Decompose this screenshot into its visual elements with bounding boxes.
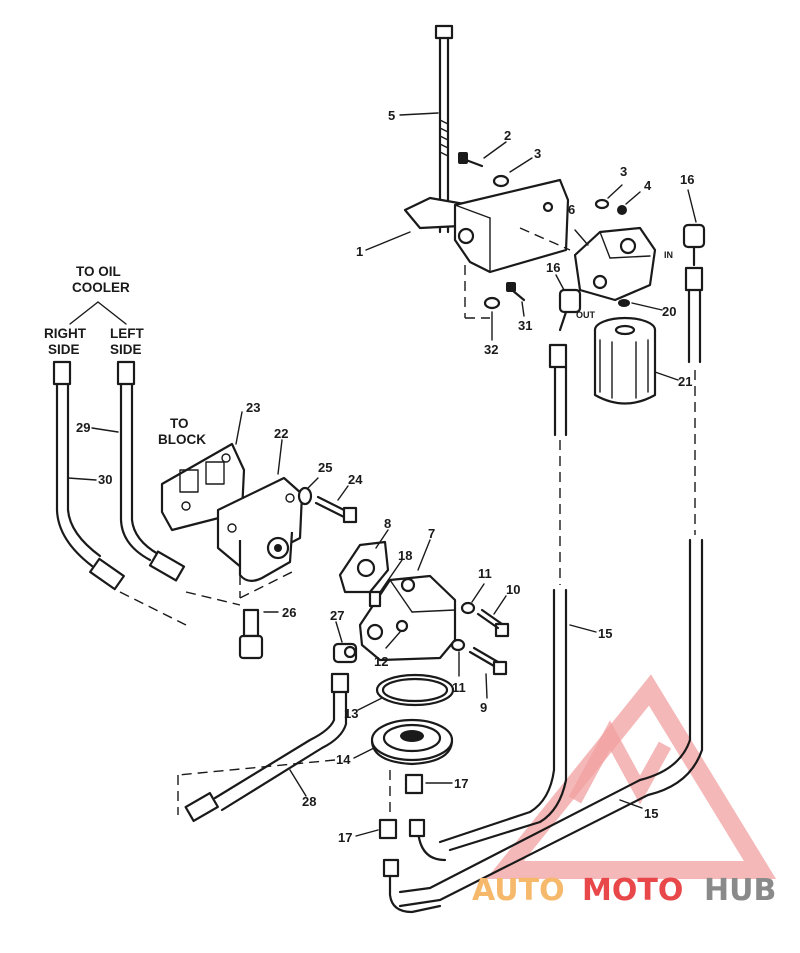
- bolt: [506, 282, 526, 302]
- callout-11-top: 11: [478, 566, 492, 581]
- callout-14: 14: [336, 752, 351, 767]
- callout-30: 30: [98, 472, 112, 487]
- note-left-side-line2: SIDE: [110, 342, 142, 357]
- callout-3-nut: 3: [620, 164, 627, 179]
- adapter-plate: [370, 718, 454, 766]
- oil-hose-28: [184, 672, 350, 823]
- callout-11-bottom: 11: [452, 680, 466, 695]
- callout-24: 24: [348, 472, 363, 487]
- flat-washer: [492, 174, 510, 188]
- callout-22: 22: [274, 426, 288, 441]
- note-right-side: RIGHT: [44, 326, 87, 341]
- callout-16-out: 16: [546, 260, 560, 275]
- watermark-moto: MOTO: [582, 873, 683, 908]
- callout-13: 13: [344, 706, 358, 721]
- callout-23: 23: [246, 400, 260, 415]
- callout-9: 9: [480, 700, 487, 715]
- oil-hose-right: [398, 266, 704, 908]
- small-bolt: [458, 152, 484, 168]
- callout-2: 2: [504, 128, 511, 143]
- adapter-bolt: [314, 495, 358, 524]
- callout-8: 8: [384, 516, 391, 531]
- watermark-auto: AUTO: [472, 873, 565, 908]
- hose-left-side: [116, 360, 186, 582]
- filter-mount-housing: [358, 574, 457, 662]
- callout-6: 6: [568, 202, 575, 217]
- mounting-bracket: [403, 178, 570, 274]
- pipe-fitting-26: [238, 608, 264, 660]
- hose-right-side: [52, 360, 125, 591]
- callout-20: 20: [662, 304, 676, 319]
- callout-18: 18: [398, 548, 412, 563]
- hose-connector: [378, 773, 442, 914]
- callout-12: 12: [374, 654, 388, 669]
- note-in: IN: [664, 250, 673, 260]
- note-to-oil-cooler: TO OIL: [76, 264, 121, 279]
- callout-31: 31: [518, 318, 532, 333]
- note-to-oil-cooler-line2: COOLER: [72, 280, 130, 295]
- callout-21: 21: [678, 374, 692, 389]
- callout-16-in: 16: [680, 172, 694, 187]
- plug: [368, 590, 382, 608]
- note-right-side-line2: SIDE: [48, 342, 80, 357]
- callout-15-right: 15: [644, 806, 658, 821]
- note-left-side: LEFT: [110, 326, 144, 341]
- watermark-text: AUTO MOTO HUB: [472, 873, 776, 908]
- bolt-10: [476, 608, 510, 638]
- oil-filter: [593, 316, 657, 405]
- elbow-fitting-out: [558, 288, 582, 332]
- elbow-fitting-27: [332, 642, 358, 664]
- elbow-fitting-in: [682, 223, 706, 267]
- block-adapter: [216, 476, 304, 582]
- callout-17-bottom: 17: [338, 830, 352, 845]
- note-to-block: TO: [170, 416, 189, 431]
- callout-32: 32: [484, 342, 498, 357]
- callout-4: 4: [644, 178, 652, 193]
- filter-adapter: [573, 226, 657, 302]
- callout-7: 7: [428, 526, 435, 541]
- callout-27: 27: [330, 608, 344, 623]
- watermark-hub: HUB: [704, 873, 776, 908]
- note-out: OUT: [576, 310, 596, 320]
- mount-gasket: [338, 540, 390, 594]
- callout-28: 28: [302, 794, 316, 809]
- oil-hose-left: [416, 343, 568, 862]
- callout-5: 5: [388, 108, 395, 123]
- callout-1: 1: [356, 244, 363, 259]
- watermark-logo: [486, 674, 777, 879]
- callout-17-top: 17: [454, 776, 468, 791]
- callout-10: 10: [506, 582, 520, 597]
- callout-3: 3: [534, 146, 541, 161]
- washer: [483, 296, 501, 310]
- callout-29: 29: [76, 420, 90, 435]
- note-to-block-line2: BLOCK: [158, 432, 206, 447]
- bolt-9: [468, 646, 508, 676]
- callout-15-left: 15: [598, 626, 612, 641]
- callout-26: 26: [282, 605, 296, 620]
- callout-25: 25: [318, 460, 332, 475]
